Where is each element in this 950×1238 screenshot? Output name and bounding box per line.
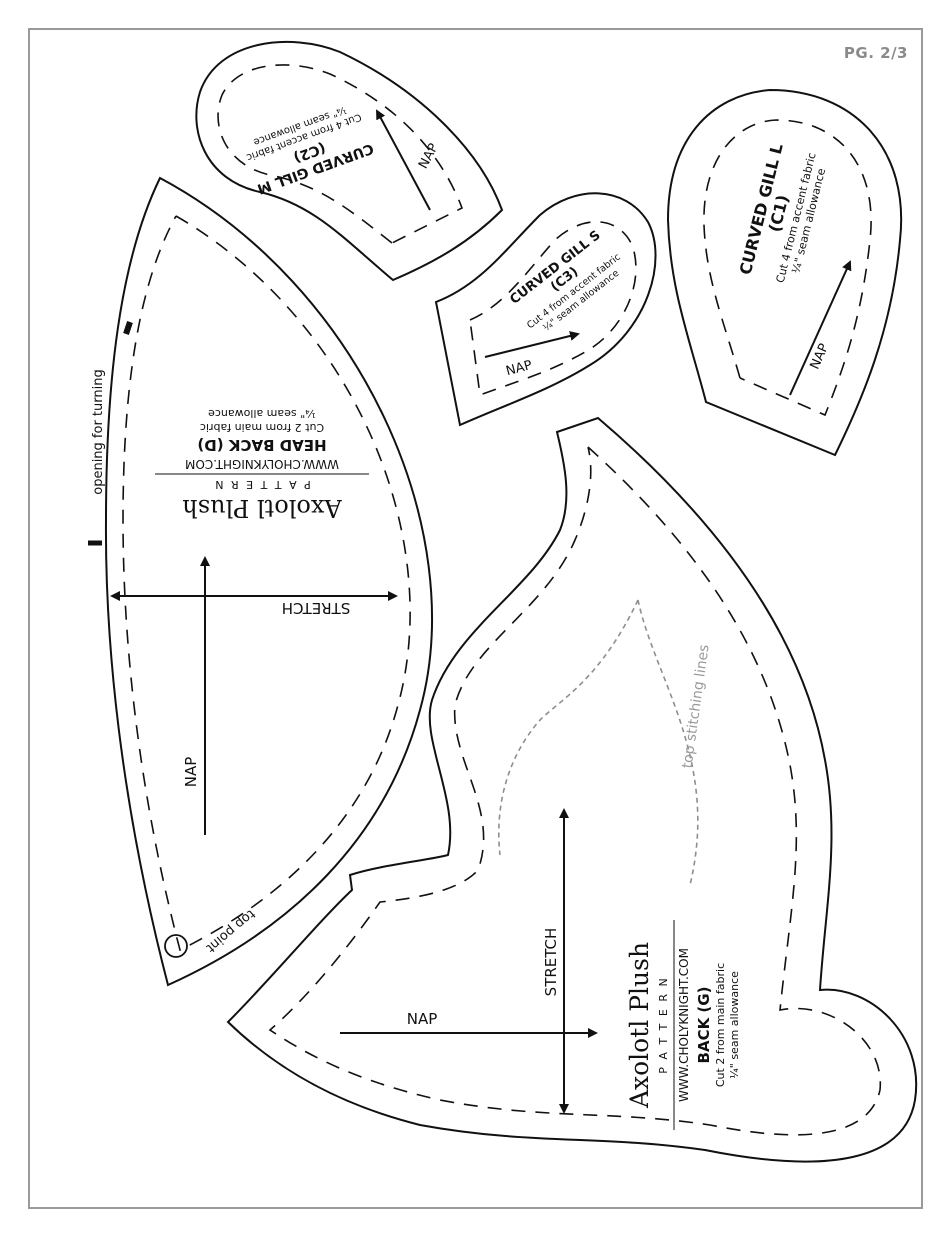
gill-m-outline: [195, 41, 504, 282]
head-back-pattern-word: P A T T E R N: [213, 478, 310, 491]
head-back-nap-label: NAP: [182, 757, 200, 788]
back-seam-line: [268, 446, 881, 1136]
back-piece-name: BACK (G): [695, 987, 713, 1064]
back-outline: [226, 416, 918, 1163]
head-back-piece-name: HEAD BACK (D): [197, 436, 326, 454]
opening-notch-top: [123, 321, 133, 335]
back-top-stitching-line: [497, 599, 699, 886]
head-back-cut-instruction: Cut 2 from main fabric: [200, 421, 324, 434]
gill-s-nap-arrow: [484, 331, 580, 358]
head-back-website: WWW.CHOLYKNIGHT.COM: [185, 457, 339, 471]
head-back-stretch-label: STRETCH: [282, 599, 351, 617]
page-number: PG. 2/3: [843, 44, 908, 62]
gill-l-nap-arrow: [789, 260, 852, 396]
head-back-piece: NAP STRETCH opening for turning top poin…: [88, 176, 433, 987]
gill-m-piece: NAP CURVED GILL M (C2) Cut 4 from accent…: [195, 41, 504, 282]
opening-for-turning-label: opening for turning: [91, 369, 106, 494]
gill-m-seam-line: [217, 64, 464, 244]
page-border: [28, 28, 923, 1209]
head-back-outline: [104, 176, 433, 987]
back-pattern-word: P A T T E R N: [657, 976, 670, 1073]
top-point-circle: [164, 934, 188, 958]
gill-l-seam-line: [703, 119, 872, 417]
head-back-seam-allowance: ¼" seam allowance: [208, 407, 316, 420]
back-stretch-label: STRETCH: [542, 928, 560, 997]
back-brand: Axolotl Plush: [625, 942, 654, 1109]
head-back-seam-line: [122, 215, 411, 952]
gill-s-nap-label: NAP: [504, 358, 534, 379]
gill-s-outline: [434, 192, 657, 427]
gill-s-piece: NAP CURVED GILL S (C3) Cut 4 from accent…: [434, 192, 657, 427]
gill-s-seam-line: [469, 221, 637, 397]
back-website: WWW.CHOLYKNIGHT.COM: [677, 948, 691, 1102]
back-cut-instruction: Cut 2 from main fabric: [714, 963, 727, 1087]
gill-l-piece: NAP CURVED GILL L (C1) Cut 4 from accent…: [666, 88, 903, 457]
gill-l-outline: [666, 88, 903, 457]
back-piece: NAP STRETCH top stitching lines Axolotl …: [226, 416, 918, 1163]
back-label-block: Axolotl Plush P A T T E R N WWW.CHOLYKNI…: [625, 920, 741, 1130]
back-seam-allowance: ¼" seam allowance: [728, 971, 741, 1079]
head-back-label-block: Axolotl Plush P A T T E R N WWW.CHOLYKNI…: [155, 407, 369, 522]
gill-m-nap-arrow: [376, 109, 431, 211]
back-nap-label: NAP: [407, 1010, 438, 1028]
head-back-brand: Axolotl Plush: [182, 494, 342, 522]
